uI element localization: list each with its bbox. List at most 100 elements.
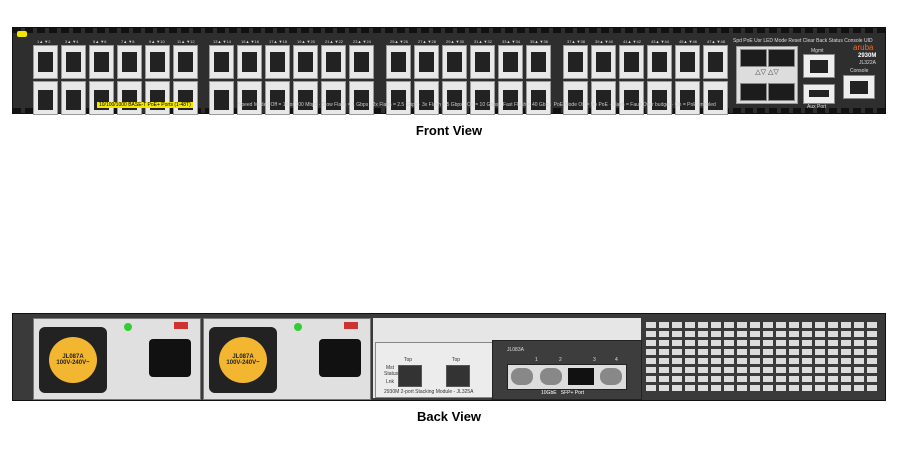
rj45-port-35[interactable]: [526, 45, 551, 79]
usb-aux-port[interactable]: [803, 84, 835, 104]
rj45-port-5[interactable]: [89, 45, 114, 79]
rj45-port-27[interactable]: [414, 45, 439, 79]
psu-latch[interactable]: [174, 322, 188, 329]
rj45-port-30[interactable]: [442, 81, 467, 115]
led-usr[interactable]: Usr: [754, 38, 762, 44]
port-number-label: 1▲ ▼2: [37, 39, 51, 44]
rj45-port-24[interactable]: [349, 81, 374, 115]
rj45-port-10[interactable]: [145, 81, 170, 115]
rj45-port-6[interactable]: [89, 81, 114, 115]
rj45-port-21[interactable]: [321, 45, 346, 79]
reset-button[interactable]: Reset: [788, 38, 802, 44]
sfp-plus-port-2[interactable]: [540, 368, 562, 385]
rj45-port-20[interactable]: [293, 81, 318, 115]
uid-button[interactable]: UID: [863, 38, 873, 44]
rj45-port-29[interactable]: [442, 45, 467, 79]
sfp-cage: △▽ △▽: [736, 46, 798, 104]
rj45-port-9[interactable]: [145, 45, 170, 79]
rj45-port-11[interactable]: [173, 45, 198, 79]
rj45-port-47[interactable]: [703, 45, 728, 79]
led-spd[interactable]: Spd: [733, 38, 742, 44]
rj45-port-3[interactable]: [61, 45, 86, 79]
rj45-port-44[interactable]: [647, 81, 672, 115]
mgmt-label: Mgmt: [811, 48, 824, 54]
legend-item: Fast Flash = 40 Gbps: [502, 102, 551, 108]
led-poe[interactable]: PoE: [743, 38, 753, 44]
sfp-port-51[interactable]: [740, 83, 767, 101]
rj45-port-16[interactable]: [237, 81, 262, 115]
stack-port-1[interactable]: [398, 365, 422, 387]
back-view-caption: Back View: [416, 409, 482, 424]
rj45-port-31[interactable]: [470, 45, 495, 79]
rj45-port-28[interactable]: [414, 81, 439, 115]
rj45-port-25[interactable]: [386, 45, 411, 79]
rj45-port-34[interactable]: [498, 81, 523, 115]
rj45-port-22[interactable]: [321, 81, 346, 115]
rj45-port-39[interactable]: [591, 45, 616, 79]
rj45-port-40[interactable]: [591, 81, 616, 115]
sfp-plus-port-3[interactable]: [568, 368, 594, 385]
status-label: Status: [384, 371, 399, 377]
rj45-port-4[interactable]: [61, 81, 86, 115]
rj45-port-8[interactable]: [117, 81, 142, 115]
rj45-port-18[interactable]: [265, 81, 290, 115]
rj45-port-14[interactable]: [209, 81, 234, 115]
rj45-port-33[interactable]: [498, 45, 523, 79]
rj45-port-2[interactable]: [33, 81, 58, 115]
led-mode-label: LED Mode: [763, 38, 787, 44]
status-label: Status: [828, 38, 843, 44]
sfp-plus-port-1[interactable]: [511, 368, 533, 385]
port-number-label: 7▲ ▼8: [121, 39, 135, 44]
port-number-label: 43▲ ▼44: [651, 39, 669, 44]
aux-label: Aux Port: [807, 104, 827, 110]
rj45-port-26[interactable]: [386, 81, 411, 115]
legend-item: Off = 10 or 100 Mbps: [270, 102, 318, 108]
rj45-port-43[interactable]: [647, 45, 672, 79]
sfp-port-49[interactable]: [740, 49, 767, 67]
rj45-port-36[interactable]: [526, 81, 551, 115]
legend-item: Slow Flash = 1 Gbps: [321, 102, 369, 108]
rj45-port-48[interactable]: [703, 81, 728, 115]
console-label: Console: [850, 68, 869, 74]
rj45-port-17[interactable]: [265, 45, 290, 79]
sfp-port-50[interactable]: [768, 49, 795, 67]
rj45-port-32[interactable]: [470, 81, 495, 115]
rj45-port-23[interactable]: [349, 45, 374, 79]
rj45-port-19[interactable]: [293, 45, 318, 79]
led-mode-bar: Spd PoE Usr LED Mode Reset Clear Back St…: [733, 38, 873, 44]
rj45-port-1[interactable]: [33, 45, 58, 79]
rj45-port-37[interactable]: [563, 45, 588, 79]
rj45-port-13[interactable]: [209, 45, 234, 79]
rj45-port-45[interactable]: [675, 45, 700, 79]
rj45-port-41[interactable]: [619, 45, 644, 79]
sfp-plus-port-4[interactable]: [600, 368, 622, 385]
rj45-port-38[interactable]: [563, 81, 588, 115]
model-label: 2930M: [858, 53, 877, 59]
console-port[interactable]: [843, 75, 875, 99]
rj45-port-7[interactable]: [117, 45, 142, 79]
legend-item: Off = No PoE: [578, 102, 608, 108]
mgmt-port[interactable]: [803, 54, 835, 78]
rj45-port-46[interactable]: [675, 81, 700, 115]
rj45-port-15[interactable]: [237, 45, 262, 79]
port-number-label: 29▲ ▼30: [446, 39, 464, 44]
rj45-port-12[interactable]: [173, 81, 198, 115]
clear-button[interactable]: Clear: [802, 38, 815, 44]
rj45-port-42[interactable]: [619, 81, 644, 115]
stacking-module: Top Top Mst Status Lnk 2930M 2-port Stac…: [375, 342, 493, 398]
sfp-plus-cage: [507, 364, 627, 390]
power-inlet: [149, 339, 191, 377]
stack-port-2[interactable]: [446, 365, 470, 387]
psu-model: JL087A: [62, 354, 84, 360]
usb-console-port[interactable]: Console: [844, 38, 863, 44]
sfp-port-52[interactable]: [768, 83, 795, 101]
psu-latch[interactable]: [344, 322, 358, 329]
psu-voltage: 100V-240V~: [226, 360, 260, 366]
